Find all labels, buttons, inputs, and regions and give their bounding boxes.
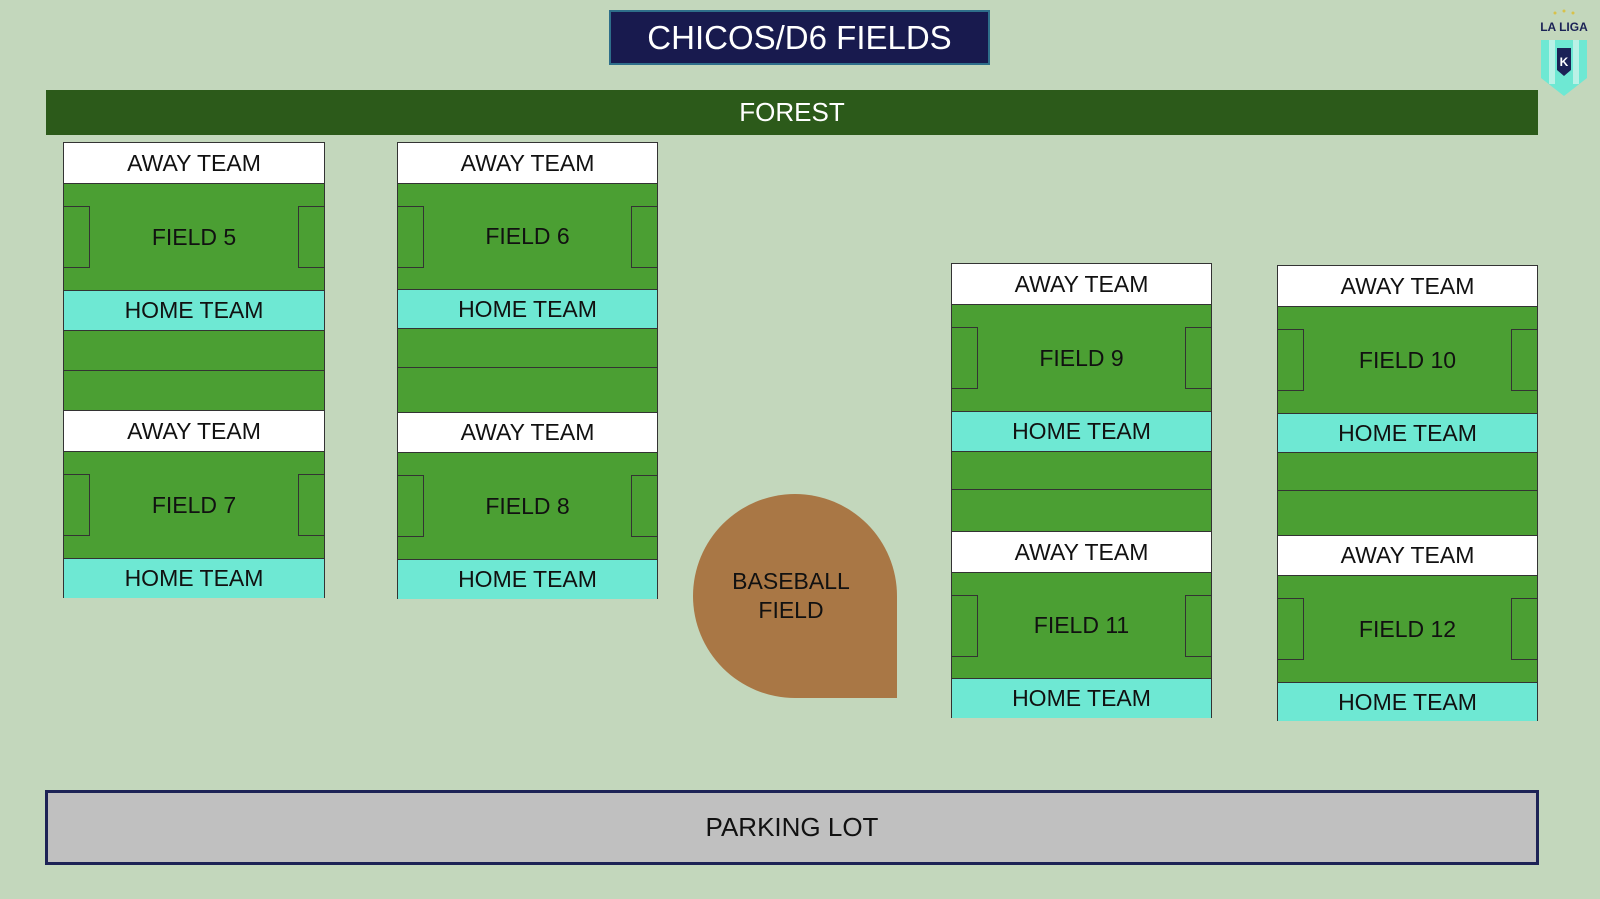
svg-text:K: K [1560, 55, 1569, 69]
away-team-label: AWAY TEAM [64, 411, 324, 452]
field-7-label: FIELD 7 [151, 491, 237, 518]
field-strip [952, 490, 1211, 532]
field-10-label: FIELD 10 [1358, 346, 1457, 373]
goal-right-icon [1511, 598, 1537, 660]
field-9: FIELD 9 [952, 305, 1211, 411]
home-team-label: HOME TEAM [1278, 413, 1537, 453]
away-team-label: AWAY TEAM [398, 413, 657, 453]
goal-left-icon [398, 205, 424, 268]
home-team-label: HOME TEAM [1278, 682, 1537, 721]
field-strip [1278, 453, 1537, 491]
field-strip [64, 331, 324, 371]
baseball-field-label: BASEBALL FIELD [693, 494, 897, 698]
goal-left-icon [1278, 329, 1304, 391]
goal-right-icon [298, 206, 324, 268]
goal-left-icon [64, 206, 90, 268]
goal-left-icon [952, 594, 978, 657]
field-8-label: FIELD 8 [485, 492, 570, 519]
goal-right-icon [631, 475, 657, 537]
away-team-label: AWAY TEAM [1278, 536, 1537, 576]
home-team-label: HOME TEAM [398, 289, 657, 329]
home-team-label: HOME TEAM [64, 290, 324, 331]
baseball-field [693, 494, 897, 698]
goal-left-icon [64, 474, 90, 536]
field-12: FIELD 12 [1278, 576, 1537, 682]
baseball-label-line1: BASEBALL [732, 568, 850, 594]
home-team-label: HOME TEAM [952, 678, 1211, 718]
baseball-label-line2: FIELD [758, 597, 824, 623]
goal-left-icon [952, 327, 978, 389]
field-5: FIELD 5 [64, 184, 324, 290]
goal-right-icon [631, 205, 657, 268]
field-6-label: FIELD 6 [485, 223, 570, 249]
field-strip [398, 368, 657, 413]
field-8: FIELD 8 [398, 453, 657, 559]
field-7: FIELD 7 [64, 452, 324, 558]
goal-right-icon [1185, 594, 1211, 657]
field-strip [398, 329, 657, 368]
away-team-label: AWAY TEAM [952, 264, 1211, 305]
away-team-label: AWAY TEAM [64, 143, 324, 184]
field-block-10-12: AWAY TEAM FIELD 10 HOME TEAM AWAY TEAM F… [1277, 265, 1538, 721]
goal-left-icon [1278, 598, 1304, 660]
field-11: FIELD 11 [952, 573, 1211, 678]
field-5-label: FIELD 5 [151, 223, 237, 250]
field-block-9-11: AWAY TEAM FIELD 9 HOME TEAM AWAY TEAM FI… [951, 263, 1212, 718]
logo-text: LA LIGA [1540, 20, 1588, 34]
home-team-label: HOME TEAM [952, 411, 1211, 452]
field-11-label: FIELD 11 [1033, 612, 1130, 638]
away-team-label: AWAY TEAM [952, 532, 1211, 573]
away-team-label: AWAY TEAM [1278, 266, 1537, 307]
home-team-label: HOME TEAM [398, 559, 657, 599]
forest-band: FOREST [46, 90, 1538, 135]
parking-lot: PARKING LOT [45, 790, 1539, 865]
field-10: FIELD 10 [1278, 307, 1537, 413]
goal-right-icon [1511, 329, 1537, 391]
field-9-label: FIELD 9 [1039, 344, 1124, 371]
field-6: FIELD 6 [398, 184, 657, 289]
away-team-label: AWAY TEAM [398, 143, 657, 184]
goal-left-icon [398, 475, 424, 537]
field-block-6-8: AWAY TEAM FIELD 6 HOME TEAM AWAY TEAM FI… [397, 142, 658, 599]
page-title: CHICOS/D6 FIELDS [609, 10, 990, 65]
la-liga-logo: K LA LIGA [1535, 8, 1593, 100]
logo-shield-icon: K [1541, 9, 1587, 96]
field-strip [952, 452, 1211, 490]
goal-right-icon [298, 474, 324, 536]
home-team-label: HOME TEAM [64, 558, 324, 598]
field-strip [1278, 491, 1537, 536]
field-12-label: FIELD 12 [1358, 615, 1457, 642]
field-strip [64, 371, 324, 411]
goal-right-icon [1185, 327, 1211, 389]
field-block-5-7: AWAY TEAM FIELD 5 HOME TEAM AWAY TEAM FI… [63, 142, 325, 598]
